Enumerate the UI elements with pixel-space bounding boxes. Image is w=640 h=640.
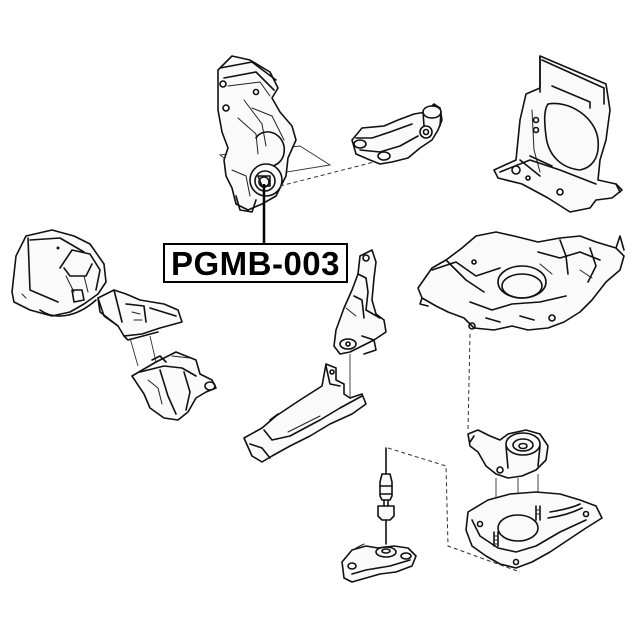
support-arm-bracket [333, 249, 387, 400]
heat-shield-plate [243, 363, 367, 463]
mount-adapter-bracket [97, 289, 183, 367]
transmission-mount-rubber [11, 229, 107, 317]
body-bracket-panel [493, 55, 623, 213]
subframe-crossmember [417, 231, 625, 431]
part-number-callout: PGMB-003 [163, 243, 348, 283]
engine-mount-bracket-upper [217, 55, 383, 213]
assembly-guide-line [387, 447, 521, 573]
rear-mount-lower-bracket [341, 543, 417, 583]
rear-mount-base-plate [465, 491, 603, 569]
through-bolt [377, 447, 395, 545]
torque-rod-link [351, 103, 443, 165]
rear-mount-bushing [467, 429, 549, 556]
transmission-mount-body [131, 351, 217, 421]
